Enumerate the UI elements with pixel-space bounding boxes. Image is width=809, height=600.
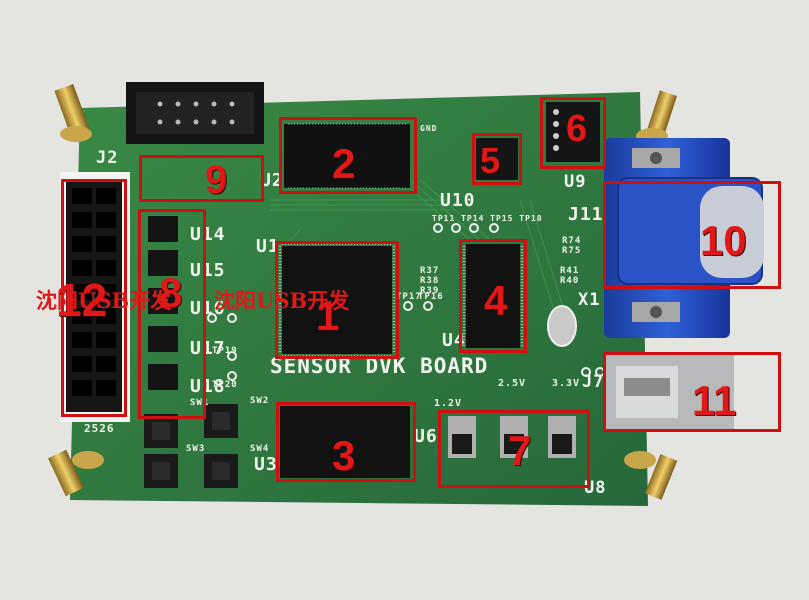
- label-sw2: SW2: [250, 396, 270, 406]
- label-u6: U6: [414, 426, 438, 447]
- annotation-label-11: 11: [692, 377, 737, 424]
- label-sw4: SW4: [250, 444, 270, 454]
- annotation-box-8: [138, 209, 206, 419]
- chip-u10: [476, 138, 518, 180]
- annotation-box-6: [540, 97, 606, 169]
- label-tp-row: TP11 TP14 TP15 TP10: [432, 214, 543, 223]
- label-u18: U18: [190, 376, 226, 397]
- annotation-box-3: [276, 402, 416, 482]
- label-r74: R74: [562, 236, 582, 246]
- label-u3: U3: [254, 454, 278, 475]
- label-3v3: 3.3V: [552, 378, 581, 389]
- annotation-label-1: 1: [316, 292, 340, 339]
- label-tp19: TP19: [212, 346, 238, 356]
- watermark-left: 沈阳USB开发: [36, 288, 172, 313]
- annotation-box-4: [459, 239, 527, 353]
- label-x1: X1: [578, 290, 601, 310]
- annotation-label-3: 3: [332, 432, 356, 479]
- label-2526: 2526: [84, 422, 115, 435]
- annotation-box-9: [139, 155, 264, 202]
- annotation-label-2: 2: [332, 140, 356, 187]
- annotation-label-8: 8: [159, 269, 183, 316]
- chip-u4: [466, 244, 520, 348]
- label-r37: R37: [420, 266, 440, 276]
- annotation-box-7: [438, 410, 590, 488]
- annotation-label-7: 7: [508, 427, 532, 474]
- label-1v2: 1.2V: [434, 398, 463, 409]
- label-j2: J2: [96, 148, 119, 168]
- annotation-label-12: 12: [56, 274, 108, 326]
- label-r39: R39: [420, 286, 440, 296]
- label-r40: R40: [560, 276, 580, 286]
- annotation-label-6: 6: [566, 108, 588, 150]
- label-u14: U14: [190, 224, 226, 245]
- annotation-label-10: 10: [700, 217, 747, 264]
- annotation-box-2: [279, 117, 417, 194]
- annotation-label-9: 9: [205, 158, 228, 202]
- watermark-center: 沈阳USB开发: [214, 288, 350, 313]
- label-r75: R75: [562, 246, 582, 256]
- label-tp17: TP17: [396, 292, 422, 302]
- annotation-box-10: [603, 181, 781, 289]
- label-r41: R41: [560, 266, 580, 276]
- label-sw1: SW1: [190, 398, 210, 408]
- label-u16: U16: [190, 298, 226, 319]
- label-gnd: GND: [420, 124, 438, 133]
- chip-u2: [284, 124, 410, 188]
- label-2v5: 2.5V: [498, 378, 527, 389]
- annotation-box-1: [275, 241, 399, 359]
- annotation-label-5: 5: [480, 140, 501, 181]
- annotation-box-11: [603, 352, 781, 432]
- label-u17: U17: [190, 338, 226, 359]
- annotation-label-4: 4: [484, 277, 508, 324]
- label-sw3: SW3: [186, 444, 206, 454]
- label-j7: J7: [582, 372, 605, 392]
- label-j11: J11: [568, 204, 604, 225]
- label-tp16: TP16: [418, 292, 444, 302]
- annotation-box-5: [472, 133, 522, 185]
- label-u1: U1: [256, 236, 280, 257]
- label-r38: R38: [420, 276, 440, 286]
- label-u15: U15: [190, 260, 226, 281]
- label-u10: U10: [440, 190, 476, 211]
- label-u2: U2: [260, 170, 284, 191]
- chip-u1: [282, 246, 392, 354]
- label-u9: U9: [564, 172, 587, 192]
- chip-u3: [280, 406, 410, 478]
- label-tp20: TP20: [212, 380, 238, 390]
- annotation-box-12: [61, 179, 127, 417]
